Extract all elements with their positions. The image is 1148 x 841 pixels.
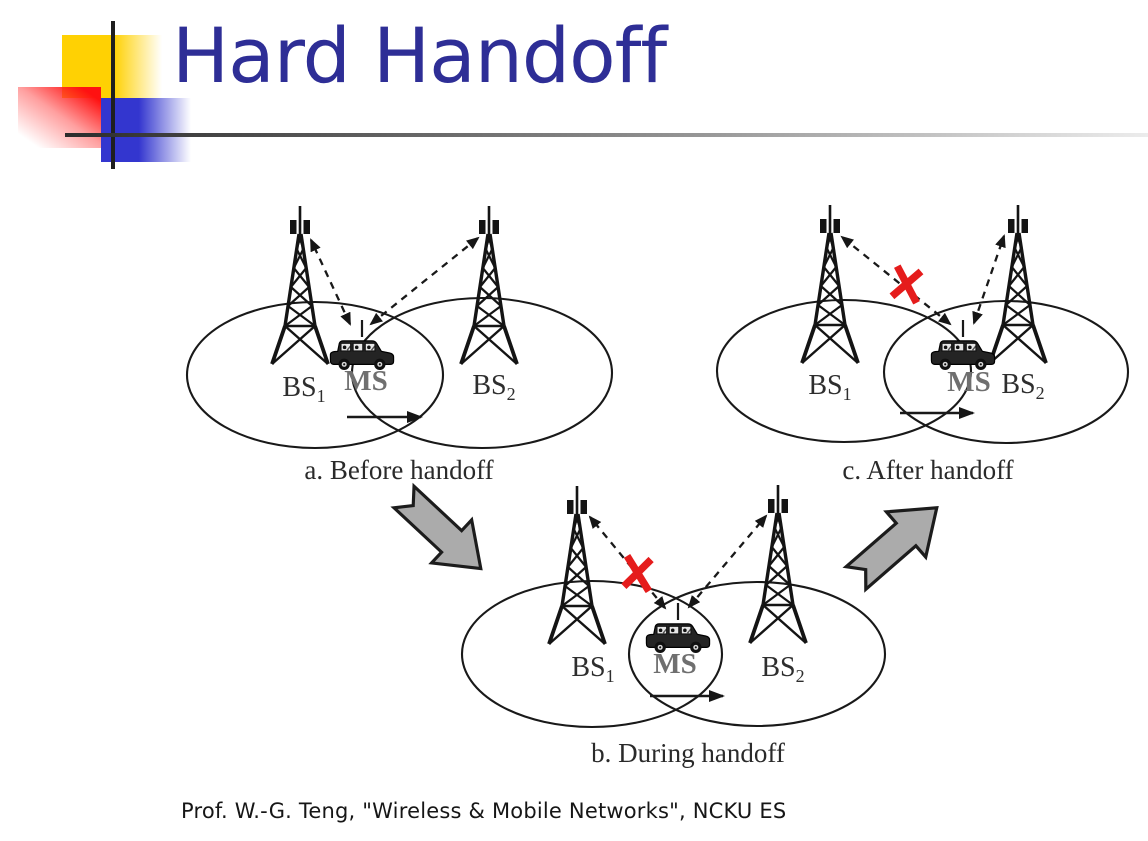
flow-block-arrow-a-to-b [390, 482, 483, 571]
signal-dashed-arrow-bs2 [369, 236, 480, 326]
bs1-label: BS1 [808, 370, 851, 404]
caption-before-handoff: a. Before handoff [304, 455, 493, 485]
coverage-ellipse-bs2 [350, 296, 614, 450]
decor-blue-square [101, 98, 191, 162]
bs2-label: BS2 [1001, 369, 1044, 403]
ms-label: MS [947, 366, 991, 398]
blocked-link-x-icon [892, 266, 923, 303]
bs-lattice-tower-icon [748, 485, 808, 645]
bs-lattice-tower-icon [988, 205, 1048, 365]
ms-label: MS [653, 648, 697, 680]
bs1-label: BS1 [282, 372, 325, 406]
decor-vertical-line [111, 21, 115, 169]
bs1-label: BS1 [571, 652, 614, 686]
diagram-before-handoff: BS1 MS BS2 a. Before handoff [185, 206, 614, 485]
slide-title: Hard Handoff [172, 11, 667, 100]
footer-credit: Prof. W.-G. Teng, "Wireless & Mobile Net… [181, 799, 787, 823]
bs2-label: BS2 [761, 652, 804, 686]
signal-dashed-arrow-bs1-broken [840, 235, 952, 326]
caption-during-handoff: b. During handoff [591, 738, 785, 768]
caption-after-handoff: c. After handoff [842, 455, 1013, 485]
header-rule [65, 133, 1148, 137]
bs-lattice-tower-icon [459, 206, 519, 366]
signal-dashed-arrow-bs2 [972, 234, 1006, 325]
diagram-after-handoff: BS1 MS BS2 c. After handoff [715, 205, 1130, 485]
flow-block-arrow-b-to-c [842, 506, 939, 593]
bs-lattice-tower-icon [270, 206, 330, 366]
bs-lattice-tower-icon [800, 205, 860, 365]
signal-dashed-arrow-bs2 [687, 514, 768, 609]
bs-lattice-tower-icon [547, 486, 607, 646]
diagram-during-handoff: BS1 MS BS2 b. During handoff [460, 485, 887, 768]
ms-label: MS [344, 365, 388, 397]
signal-dashed-arrow-bs1 [309, 238, 352, 326]
bs2-label: BS2 [472, 370, 515, 404]
decor-red-square [18, 87, 101, 148]
